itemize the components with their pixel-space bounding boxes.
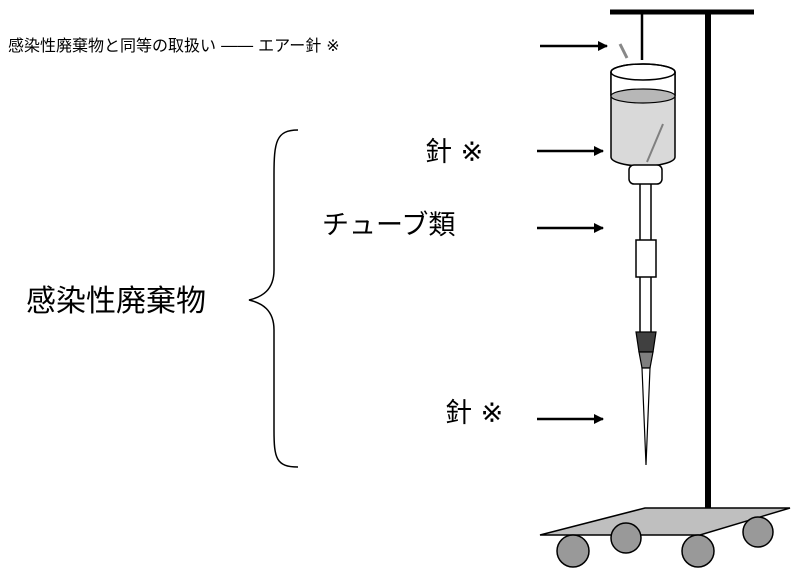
caster-wheel-icon: [556, 534, 590, 568]
caster-wheel-icon: [742, 516, 774, 548]
iv-stand-icon: [610, 9, 754, 515]
air-needle-note: 感染性廃棄物と同等の取扱い ―― エアー針 ※: [8, 36, 340, 55]
needle-label-top: 針 ※: [425, 137, 484, 168]
needle-hub: [635, 331, 657, 353]
iv-bottle-icon: [610, 43, 676, 185]
stand-base: [539, 507, 791, 568]
caster-wheel-icon: [610, 522, 642, 554]
bottle-cap: [628, 164, 663, 185]
inner-needle: [646, 123, 664, 163]
drip-chamber: [635, 239, 657, 278]
liquid-surface: [610, 88, 676, 104]
needle-tip: [641, 367, 651, 466]
needle-label-bottom: 針 ※: [445, 398, 504, 429]
tubes-label: チューブ類: [322, 210, 456, 241]
infectious-waste-label: 感染性廃棄物: [26, 284, 206, 319]
air-needle: [618, 43, 629, 59]
tube-line: [635, 184, 657, 466]
caster-wheel-icon: [681, 534, 715, 568]
curly-brace: [248, 129, 299, 468]
